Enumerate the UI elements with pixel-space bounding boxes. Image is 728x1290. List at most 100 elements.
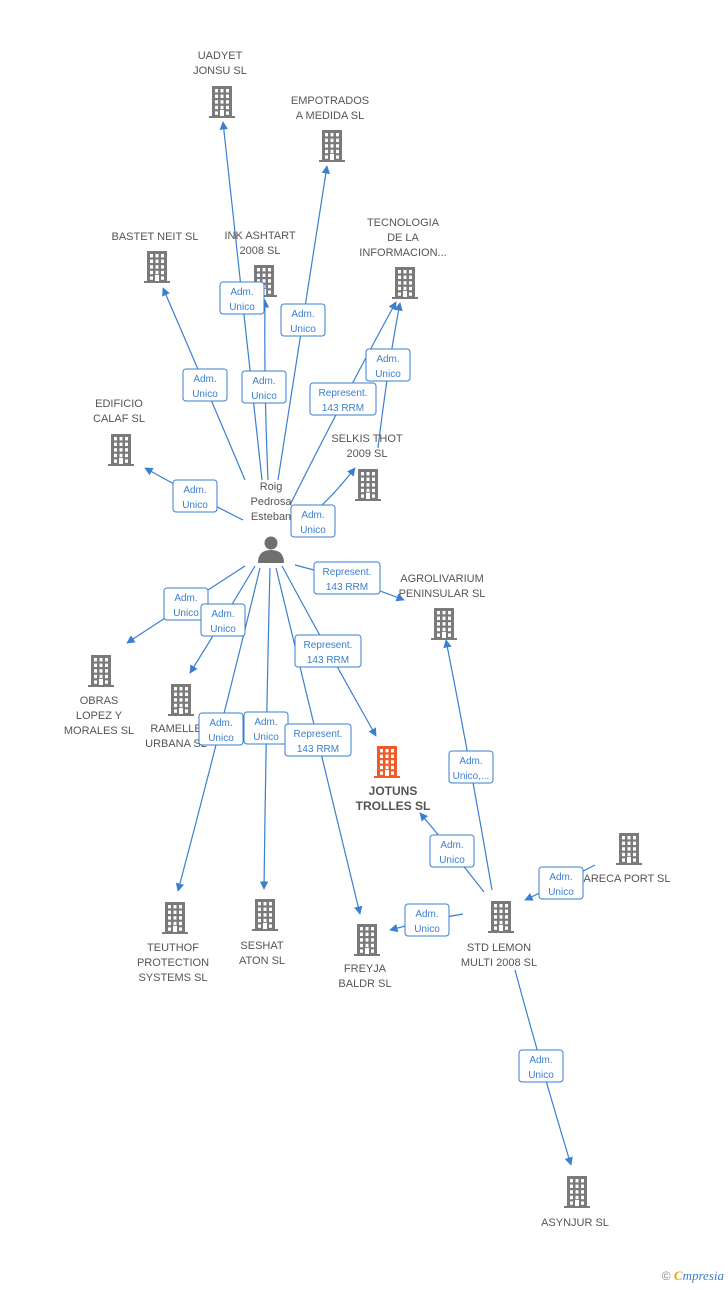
badge-box bbox=[429, 834, 475, 868]
company-building-icon[interactable] bbox=[616, 833, 642, 865]
building-window bbox=[448, 611, 451, 615]
company-building-icon[interactable] bbox=[488, 901, 514, 933]
building-window bbox=[622, 847, 625, 851]
building-window bbox=[220, 94, 224, 98]
relation-badge[interactable]: Adm.Unico,... bbox=[448, 750, 494, 784]
node-label-areca: ARECA PORT SL bbox=[583, 873, 670, 885]
building-base bbox=[168, 714, 194, 716]
company-building-icon[interactable] bbox=[162, 902, 188, 934]
building-window bbox=[494, 926, 497, 930]
building-window bbox=[125, 437, 128, 441]
relation-badge[interactable]: Represent.143 RRM bbox=[294, 634, 362, 668]
building-window bbox=[442, 627, 446, 632]
building-window bbox=[442, 611, 446, 615]
building-window bbox=[409, 286, 412, 291]
badge-box bbox=[219, 281, 265, 315]
label-line: DE LA bbox=[387, 232, 419, 244]
building-window bbox=[365, 943, 369, 948]
building-window bbox=[185, 692, 188, 696]
label-line: JONSU SL bbox=[193, 65, 247, 77]
relation-badge[interactable]: Adm.Unico bbox=[198, 712, 244, 746]
building-window bbox=[581, 1195, 584, 1200]
relation-badge[interactable]: Represent.143 RRM bbox=[284, 723, 352, 757]
label-line: 2009 SL bbox=[347, 448, 388, 460]
badge-box bbox=[200, 603, 246, 637]
badge-text: Unico bbox=[192, 389, 218, 400]
company-building-icon[interactable] bbox=[319, 130, 345, 162]
building-window bbox=[185, 698, 188, 702]
building-window bbox=[622, 836, 625, 840]
company-building-icon[interactable] bbox=[354, 924, 380, 956]
building-window bbox=[168, 916, 171, 920]
label-line: JOTUNS bbox=[369, 784, 418, 798]
relation-badge[interactable]: Adm.Unico bbox=[200, 603, 246, 637]
building-window bbox=[119, 442, 123, 446]
building-window bbox=[633, 847, 636, 851]
building-window bbox=[627, 836, 631, 840]
badge-text: Unico bbox=[229, 302, 255, 313]
brand-logo[interactable]: Cmpresia bbox=[673, 1268, 724, 1283]
relation-badge[interactable]: Represent.143 RRM bbox=[313, 561, 381, 595]
badge-box bbox=[404, 903, 450, 937]
building-window bbox=[99, 658, 103, 662]
building-window bbox=[226, 94, 229, 98]
label-line: ATON SL bbox=[239, 955, 285, 967]
relation-badge[interactable]: Adm.Unico bbox=[243, 711, 289, 745]
building-window bbox=[385, 754, 389, 758]
company-building-icon[interactable] bbox=[431, 608, 457, 640]
badge-text: Represent. bbox=[304, 640, 353, 651]
building-window bbox=[258, 924, 261, 928]
building-window bbox=[575, 1179, 579, 1183]
building-window bbox=[505, 909, 508, 913]
building-window bbox=[360, 927, 363, 931]
badge-text: Adm. bbox=[301, 510, 324, 521]
company-building-icon[interactable] bbox=[168, 684, 194, 716]
badge-text: Adm. bbox=[529, 1055, 552, 1066]
building-window bbox=[226, 111, 229, 115]
relation-badge[interactable]: Adm.Unico bbox=[518, 1049, 564, 1083]
relation-badge[interactable]: Adm.Unico bbox=[280, 303, 326, 337]
relation-badge[interactable]: Adm.Unico bbox=[365, 348, 411, 382]
building-window bbox=[330, 144, 334, 148]
relation-badge[interactable]: Adm.Unico bbox=[182, 368, 228, 402]
building-window bbox=[380, 754, 383, 758]
company-building-icon[interactable] bbox=[88, 655, 114, 687]
building-window bbox=[179, 703, 183, 708]
node-label-asynjur: ASYNJUR SL bbox=[541, 1217, 609, 1229]
badge-text: Unico bbox=[439, 855, 465, 866]
building-window bbox=[442, 616, 446, 620]
building-window bbox=[448, 622, 451, 626]
relation-badge[interactable]: Adm.Unico bbox=[404, 903, 450, 937]
building-window bbox=[215, 105, 218, 110]
company-building-icon[interactable] bbox=[355, 469, 381, 501]
badge-box bbox=[284, 723, 352, 757]
building-window bbox=[365, 932, 369, 936]
building-door bbox=[179, 708, 183, 714]
person-icon[interactable] bbox=[258, 536, 284, 564]
relation-badge[interactable]: Adm.Unico bbox=[241, 370, 287, 404]
building-window bbox=[366, 477, 370, 481]
badge-box bbox=[198, 712, 244, 746]
relation-badge[interactable]: Adm.Unico bbox=[219, 281, 265, 315]
badge-text: Adm. bbox=[549, 872, 572, 883]
relation-badge[interactable]: Adm.Unico bbox=[429, 834, 475, 868]
company-building-icon[interactable] bbox=[392, 267, 418, 299]
building-window bbox=[409, 275, 412, 279]
relation-badge[interactable]: Adm.Unico bbox=[538, 866, 584, 900]
focus-company-building-icon[interactable] bbox=[374, 746, 400, 778]
building-window bbox=[94, 658, 97, 662]
relation-badge[interactable]: Adm.Unico bbox=[172, 479, 218, 513]
badge-box bbox=[365, 348, 411, 382]
company-building-icon[interactable] bbox=[108, 434, 134, 466]
relation-badge[interactable]: Adm.Unico bbox=[290, 504, 336, 538]
company-building-icon[interactable] bbox=[252, 899, 278, 931]
company-building-icon[interactable] bbox=[144, 251, 170, 283]
company-building-icon[interactable] bbox=[564, 1176, 590, 1208]
building-window bbox=[268, 279, 271, 283]
building-window bbox=[403, 286, 407, 291]
building-window bbox=[361, 472, 364, 476]
badge-text: Adm. bbox=[174, 593, 197, 604]
company-building-icon[interactable] bbox=[209, 86, 235, 118]
relation-badge[interactable]: Represent.143 RRM bbox=[309, 382, 377, 416]
